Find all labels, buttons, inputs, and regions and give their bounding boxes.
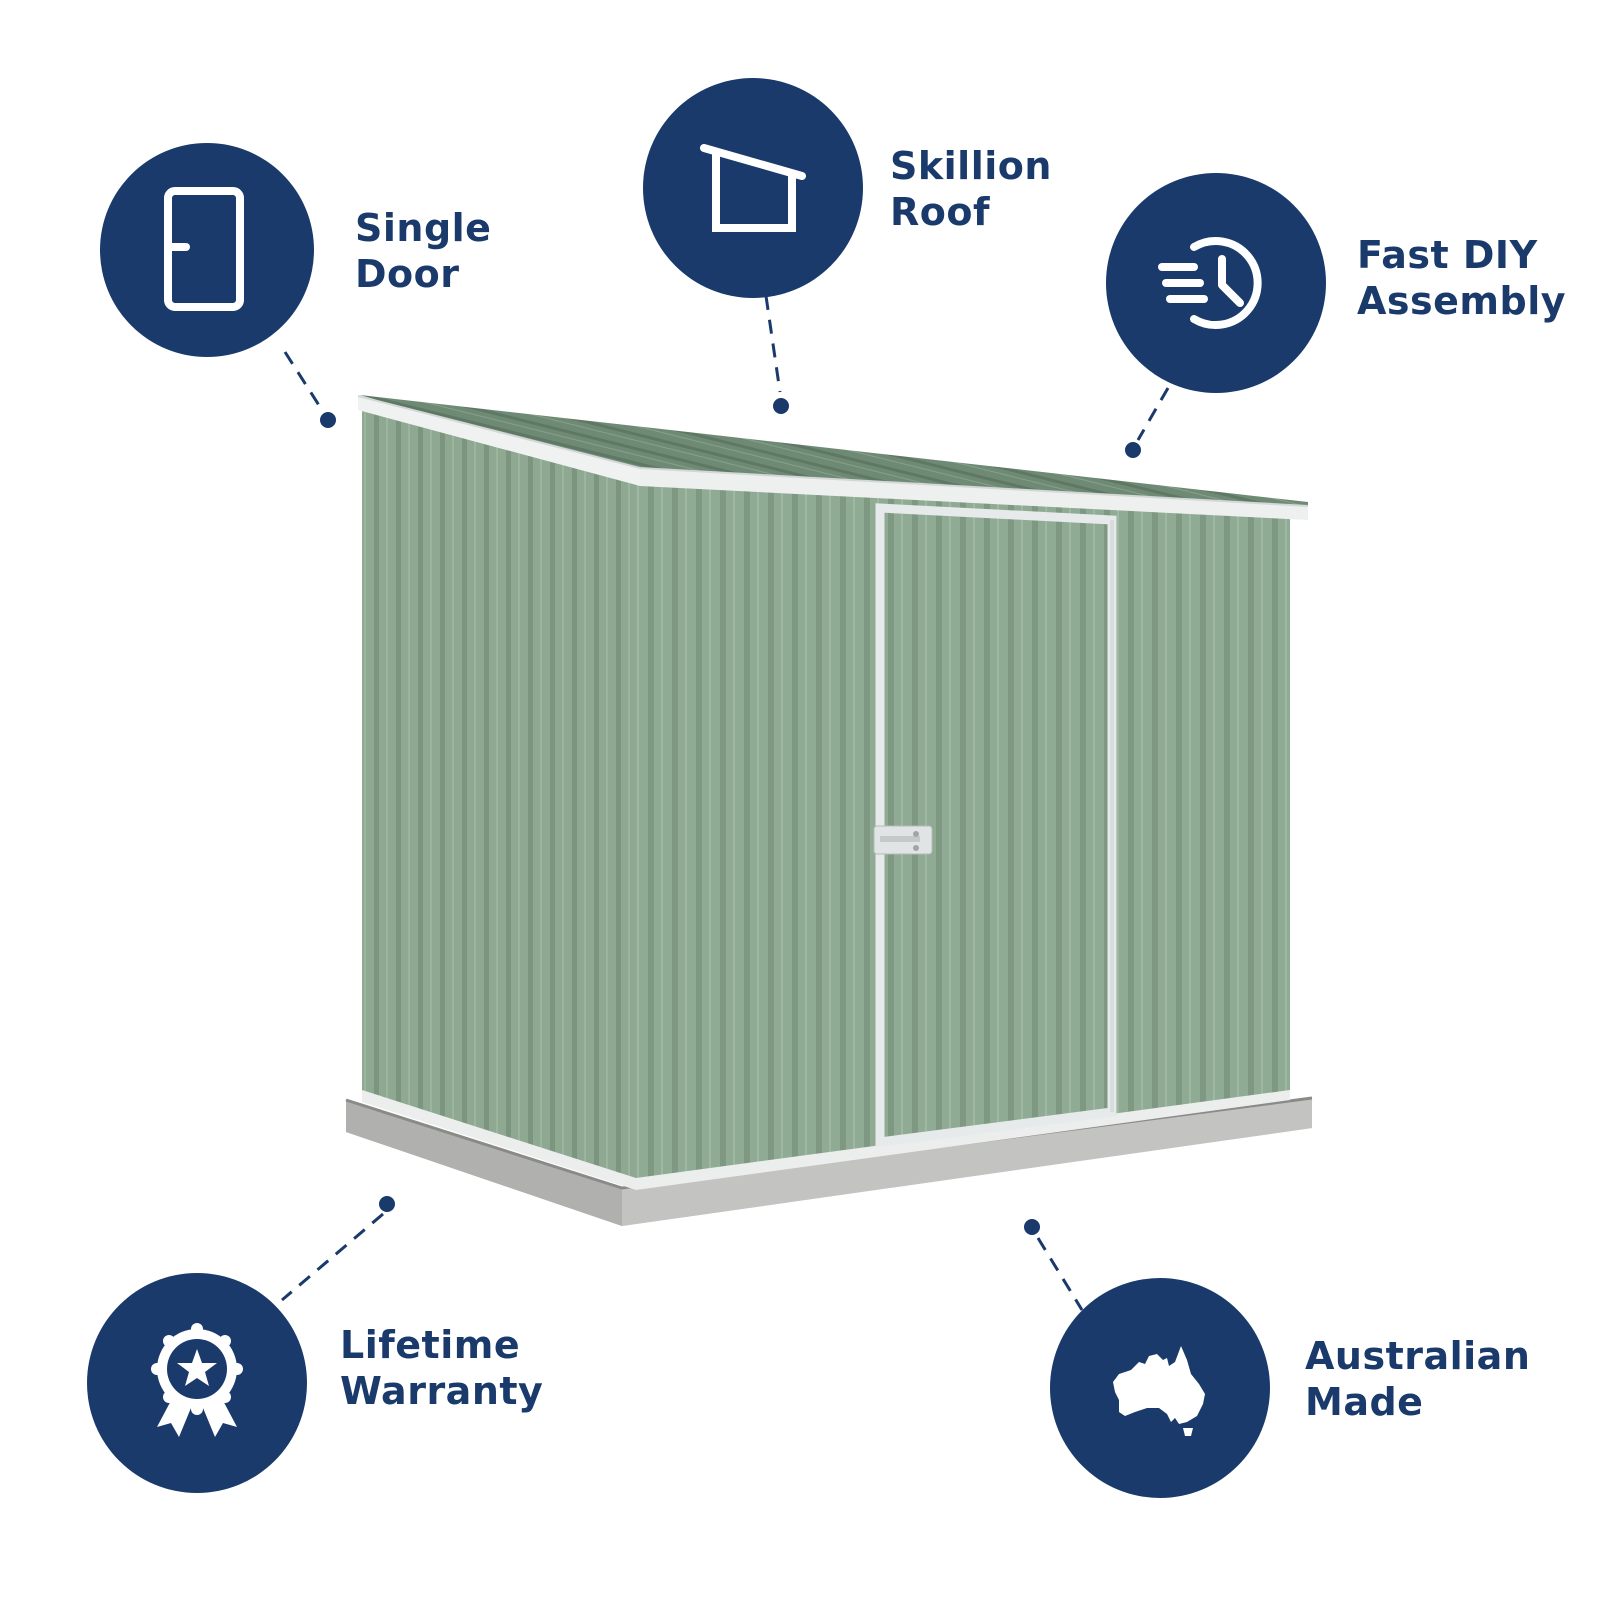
australia-map-icon <box>1113 1346 1205 1436</box>
label-line-1: Fast DIY <box>1357 233 1538 277</box>
feature-label-fast-diy: Fast DIY Assembly <box>1357 232 1566 324</box>
feature-badge-single-door <box>100 143 314 357</box>
connector-dot <box>379 1196 395 1212</box>
label-line-1: Lifetime <box>340 1323 521 1367</box>
skillion-roof-icon <box>700 144 806 232</box>
shed-side-wall <box>362 404 636 1190</box>
label-line-1: Skillion <box>890 144 1052 188</box>
connector-dot <box>320 412 336 428</box>
connector-dot <box>1024 1219 1040 1235</box>
connector-lifetime-warranty <box>281 1212 384 1302</box>
connector-fast-diy <box>1136 387 1170 441</box>
feature-badge-lifetime-warranty <box>87 1273 307 1493</box>
label-line-1: Australian <box>1305 1334 1531 1378</box>
shed-roof <box>357 395 1309 520</box>
label-line-2: Assembly <box>1357 279 1567 323</box>
feature-badge-australian-made <box>1050 1278 1270 1498</box>
feature-label-lifetime-warranty: Lifetime Warranty <box>340 1322 543 1414</box>
connector-dot <box>773 398 789 414</box>
feature-badge-skillion-roof <box>643 78 863 298</box>
label-line-2: Door <box>355 252 460 296</box>
label-line-2: Warranty <box>340 1369 544 1413</box>
label-line-1: Single <box>355 206 492 250</box>
shed-door <box>873 503 1117 1148</box>
label-line-2: Roof <box>890 190 991 234</box>
label-line-2: Made <box>1305 1380 1424 1424</box>
award-ribbon-icon <box>151 1323 243 1437</box>
door-icon <box>164 187 244 311</box>
feature-label-australian-made: Australian Made <box>1305 1333 1530 1425</box>
fast-clock-icon <box>1158 237 1262 329</box>
feature-label-skillion-roof: Skillion Roof <box>890 143 1052 235</box>
door-latch <box>873 825 933 855</box>
connector-dot <box>1125 442 1141 458</box>
connector-australian-made <box>1036 1237 1084 1311</box>
connector-skillion-roof <box>764 295 782 393</box>
feature-badge-fast-diy <box>1106 173 1326 393</box>
feature-label-single-door: Single Door <box>355 205 491 297</box>
connector-single-door <box>283 351 324 411</box>
